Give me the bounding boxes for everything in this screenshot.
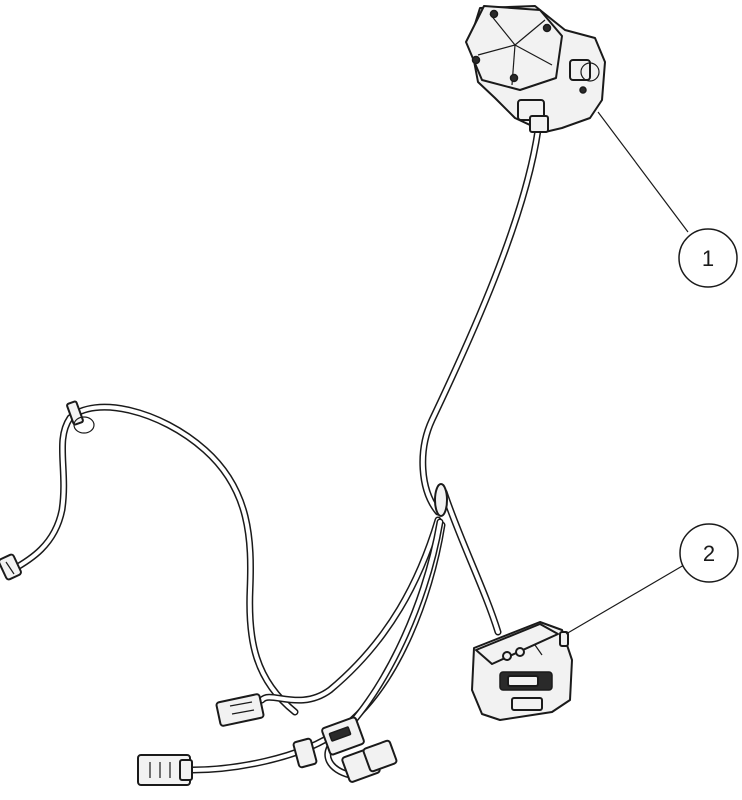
handlebar-switch — [471, 621, 573, 721]
callout-2: 2 — [679, 523, 739, 583]
callout-2-label: 2 — [703, 541, 715, 566]
callout-1-label: 1 — [702, 246, 714, 271]
callout-1: 1 — [678, 228, 738, 288]
leader-line-2 — [565, 564, 685, 635]
cable-clip — [66, 400, 95, 434]
wiring-harness — [8, 126, 542, 779]
leader-line-1 — [597, 111, 689, 233]
connector-lower-left — [137, 754, 193, 786]
actuator-assembly — [465, 5, 606, 133]
connector-cluster — [292, 716, 398, 783]
connector-upper-left — [215, 693, 265, 727]
wire-terminal-end — [0, 553, 22, 581]
